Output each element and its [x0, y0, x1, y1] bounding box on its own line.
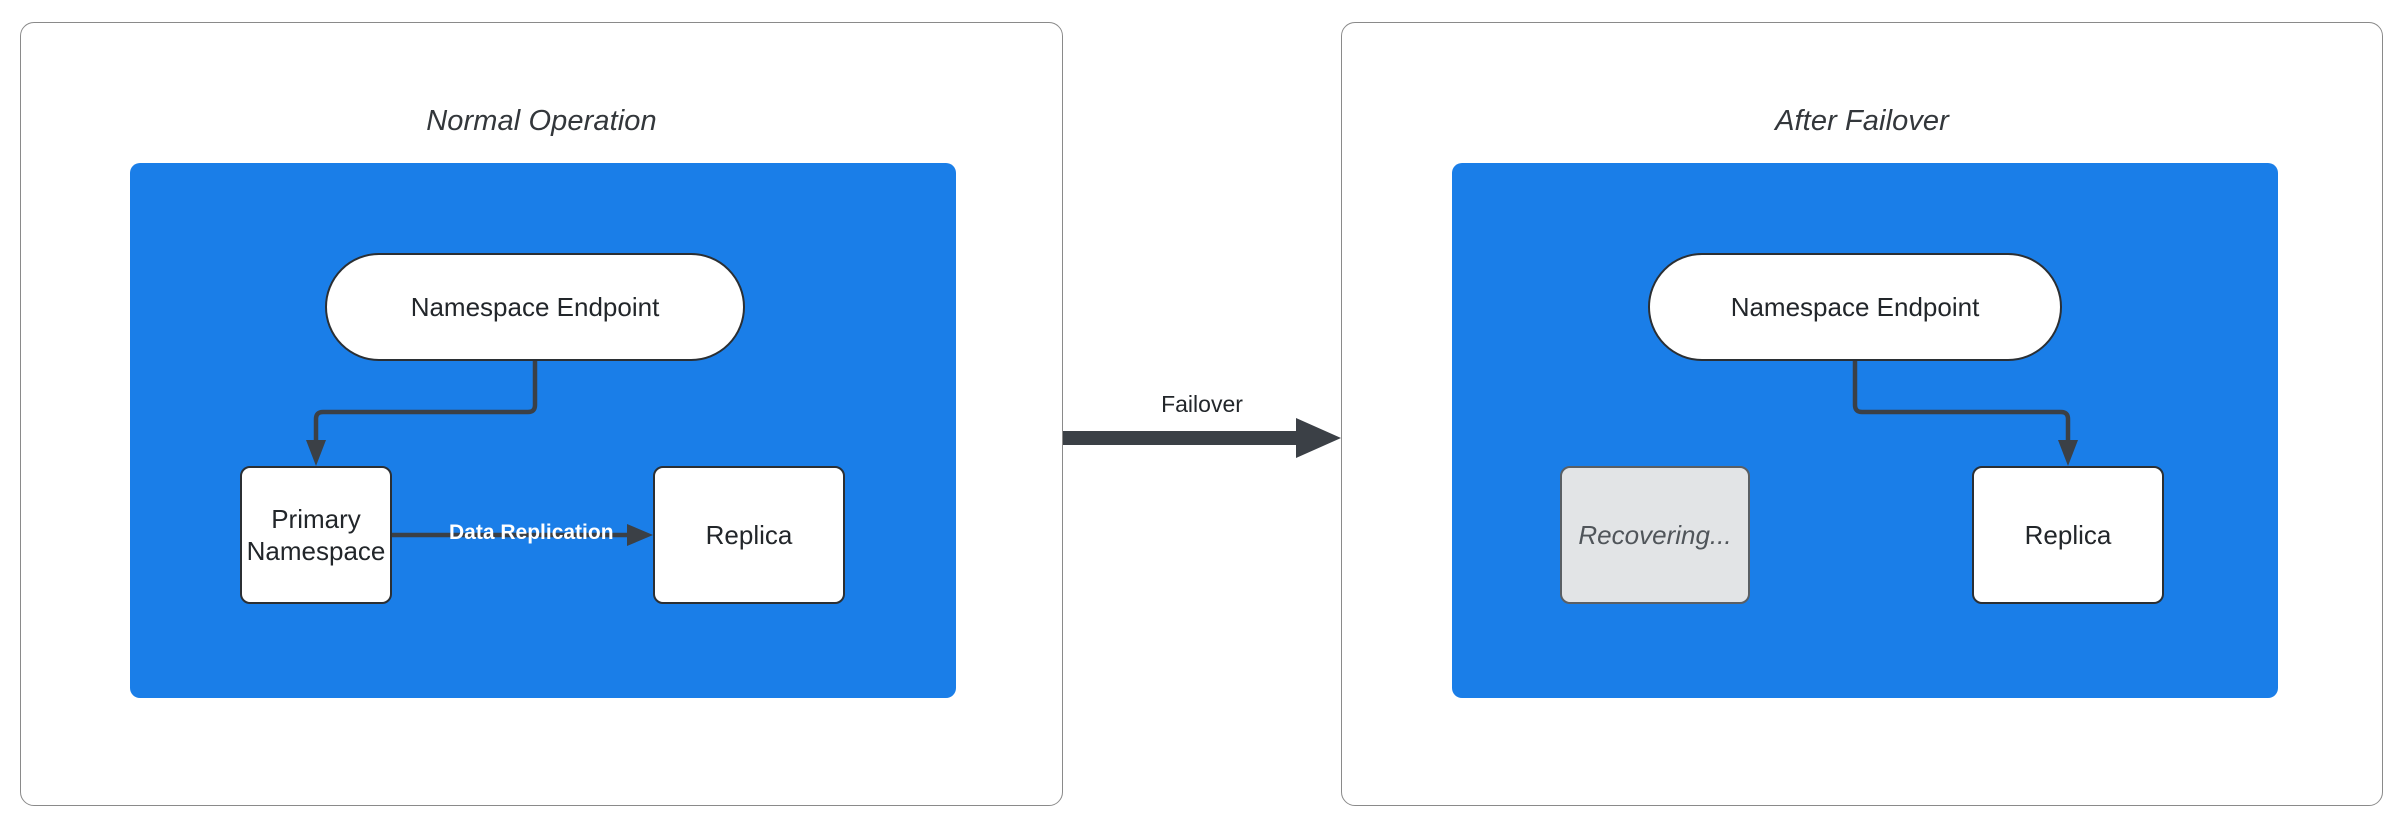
node-label-primary-namespace: Primary Namespace	[247, 503, 386, 568]
transition-label-failover: Failover	[1161, 391, 1243, 417]
node-label-recovering: Recovering...	[1578, 519, 1732, 550]
node-label-replica-failover: Replica	[2024, 519, 2112, 550]
node-namespace-endpoint-failover[interactable]: Namespace Endpoint	[1648, 253, 2062, 361]
node-label-namespace-endpoint-failover: Namespace Endpoint	[1730, 291, 1980, 322]
node-replica-normal[interactable]: Replica	[653, 466, 845, 604]
node-replica-failover[interactable]: Replica	[1972, 466, 2164, 604]
panel-title-normal-operation: Normal Operation	[426, 105, 657, 137]
arrowhead-failover-transition	[1296, 418, 1341, 458]
node-label-namespace-endpoint: Namespace Endpoint	[410, 291, 660, 322]
node-primary-namespace[interactable]: Primary Namespace	[240, 466, 392, 604]
region-failover-availability-zone	[1452, 163, 2278, 698]
node-label-replica-normal: Replica	[705, 519, 793, 550]
node-label-primary-line1: Primary	[271, 503, 361, 534]
region-primary-availability-zone	[130, 163, 956, 698]
node-recovering[interactable]: Recovering...	[1560, 466, 1750, 604]
node-label-primary-line2: Namespace	[246, 536, 386, 566]
node-namespace-endpoint-normal[interactable]: Namespace Endpoint	[325, 253, 745, 361]
edge-label-data-replication: Data Replication	[449, 521, 614, 544]
panel-title-after-failover: After Failover	[1775, 105, 1949, 137]
